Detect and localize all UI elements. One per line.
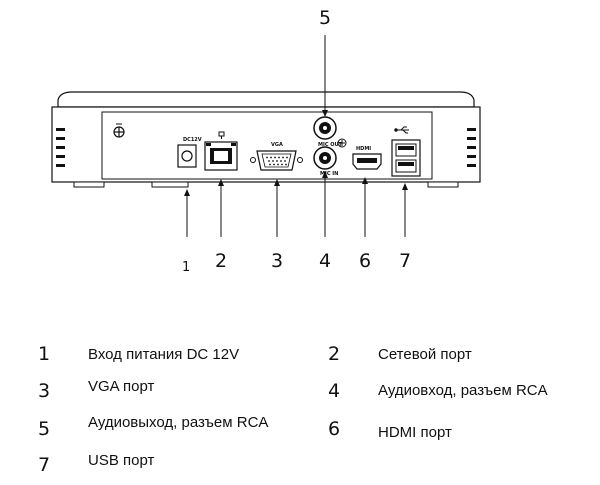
- audio-out-rca: [313, 116, 337, 140]
- callout-4: 4: [319, 250, 331, 272]
- vga-label: VGA: [271, 142, 283, 148]
- rear-panel-diagram: DC12V VGA MIC OUT: [51, 7, 481, 275]
- ground-screw-icon: [113, 123, 125, 138]
- usb-icon: [394, 126, 409, 134]
- mic-in-label: MIC IN: [320, 171, 338, 177]
- callout-6: 6: [359, 250, 371, 272]
- legend-num-6: 6: [328, 418, 341, 440]
- device-top-cover: [57, 91, 475, 108]
- dc-jack-pin: [181, 150, 193, 162]
- legend-num-5: 5: [38, 418, 51, 440]
- right-vents: [467, 128, 476, 167]
- callout-3: 3: [271, 250, 283, 272]
- legend-num-3: 3: [38, 380, 51, 402]
- dc-power-jack: [177, 144, 197, 168]
- network-icon: [218, 131, 225, 139]
- foot-left: [73, 181, 105, 188]
- left-vents: [56, 128, 65, 167]
- usb-ports: [391, 139, 421, 177]
- leader-lines: [186, 35, 406, 237]
- legend-num-7: 7: [38, 454, 51, 476]
- callout-5: 5: [319, 7, 331, 29]
- callout-1: 1: [182, 260, 190, 275]
- hdmi-port: [352, 153, 382, 170]
- legend-text-6: HDMI порт: [378, 424, 452, 441]
- dc-label: DC12V: [183, 137, 202, 143]
- audio-in-rca: [313, 146, 337, 170]
- foot-right: [427, 181, 459, 188]
- legend-num-4: 4: [328, 380, 341, 402]
- callout-2: 2: [215, 250, 227, 272]
- legend-text-4: Аудиовход, разъем RCA: [378, 382, 548, 399]
- foot-mid: [151, 181, 189, 188]
- vga-port: [250, 150, 303, 171]
- legend-text-5: Аудиовыход, разъем RCA: [88, 414, 269, 431]
- legend-text-7: USB порт: [88, 452, 155, 469]
- callout-7: 7: [399, 250, 411, 272]
- hdmi-label: HDMI: [356, 146, 371, 152]
- mic-out-label: MIC OUT: [318, 142, 343, 148]
- ground-symbol-icon: [337, 138, 347, 148]
- legend-text-2: Сетевой порт: [378, 346, 472, 363]
- legend-text-3: VGA порт: [88, 378, 155, 395]
- legend-text-1: Вход питания DC 12V: [88, 346, 240, 363]
- legend-num-2: 2: [328, 343, 341, 365]
- legend-num-1: 1: [38, 343, 51, 365]
- leader-arrows: [184, 110, 408, 196]
- ethernet-port: [204, 141, 238, 171]
